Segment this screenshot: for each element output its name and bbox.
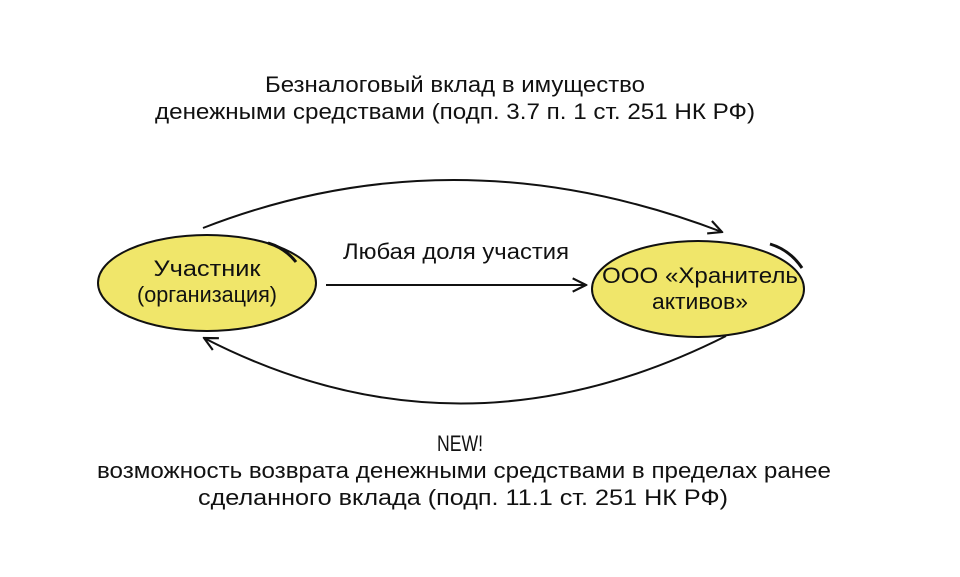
top-curved-arrow [202, 179, 722, 232]
new-badge: NEW! [437, 431, 483, 456]
node-company-line1: ООО «Хранитель [602, 263, 798, 288]
node-company: ООО «Хранитель активов» [591, 240, 805, 338]
bottom-caption-line1: возможность возврата денежными средствам… [97, 458, 831, 483]
node-company-line2: активов» [652, 289, 748, 314]
node-participant-line2: (организация) [137, 282, 277, 307]
bottom-caption-line2: сделанного вклада (подп. 11.1 ст. 251 НК… [198, 485, 728, 510]
bottom-curved-arrow [204, 335, 727, 405]
middle-arrow-label: Любая доля участия [343, 239, 569, 264]
node-participant-line1: Участник [154, 256, 261, 281]
node-participant: Участник (организация) [97, 234, 317, 332]
top-caption-line1: Безналоговый вклад в имущество [265, 72, 645, 97]
top-caption-line2: денежными средствами (подп. 3.7 п. 1 ст.… [155, 99, 755, 124]
